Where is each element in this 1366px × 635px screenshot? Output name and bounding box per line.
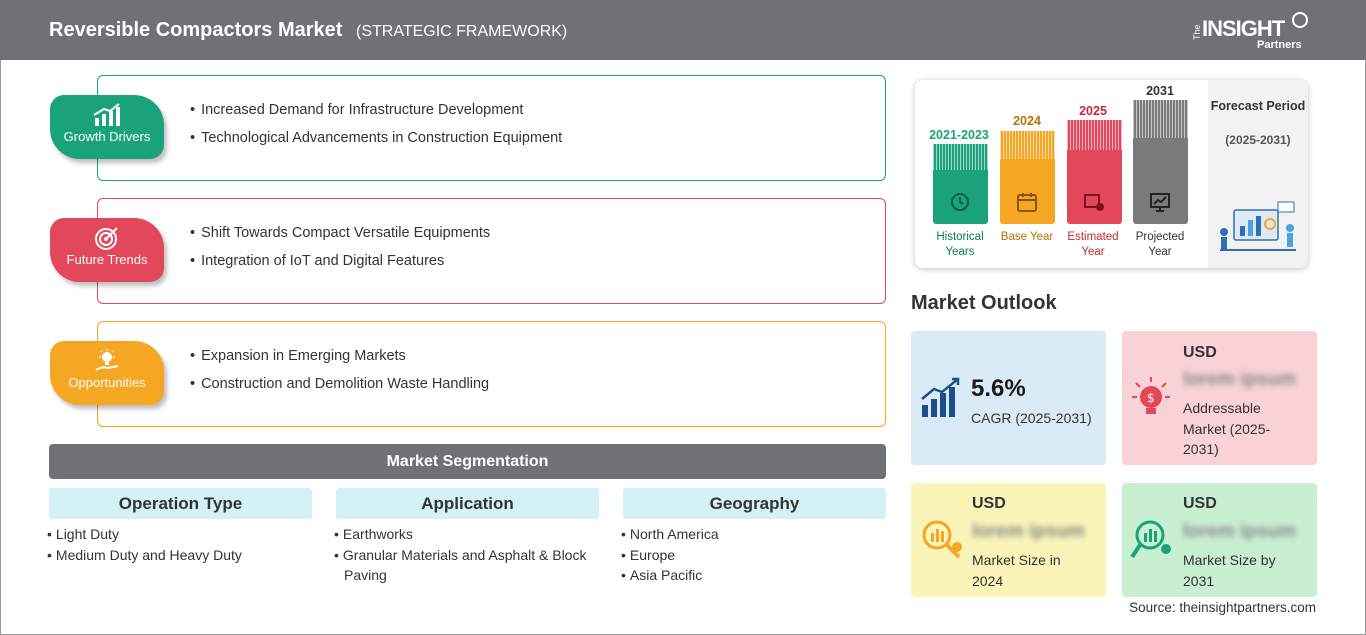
- cagr-label: CAGR (2025-2031): [971, 410, 1092, 426]
- addressable-currency: USD: [1183, 344, 1217, 361]
- segment-list-application: Earthworks Granular Materials and Asphal…: [334, 524, 602, 586]
- segment-item: Medium Duty and Heavy Duty: [47, 545, 307, 566]
- source-link[interactable]: Source: theinsightpartners.com: [1129, 600, 1316, 615]
- opportunities-card: Expansion in Emerging Markets Constructi…: [97, 321, 886, 427]
- market-size-2031-box: USD lorem ipsum Market Size by 2031: [1122, 483, 1317, 597]
- history-icon: [951, 193, 969, 211]
- segment-header-geography: Geography: [623, 488, 886, 519]
- insight-partners-logo[interactable]: The INSIGHT Partners: [1192, 12, 1312, 54]
- future-trend-item: Integration of IoT and Digital Features: [190, 247, 490, 275]
- future-trend-item: Shift Towards Compact Versatile Equipmen…: [190, 219, 490, 247]
- size-2024-currency: USD: [972, 495, 1006, 512]
- market-segmentation-bar: Market Segmentation: [49, 444, 886, 479]
- size-2031-value: lorem ipsum: [1183, 521, 1296, 542]
- growth-drivers-card: Increased Demand for Infrastructure Deve…: [97, 75, 886, 181]
- segment-item: North America: [621, 524, 881, 545]
- timeline-bar-historical: [933, 144, 988, 224]
- future-trends-tag: Future Trends: [50, 218, 164, 282]
- addressable-value: lorem ipsum: [1183, 369, 1296, 390]
- future-trends-label: Future Trends: [66, 252, 148, 267]
- timeline-label-estimated: Estimated Year: [1067, 231, 1119, 258]
- segment-item: Earthworks: [334, 524, 602, 545]
- addressable-market-box: $ USD lorem ipsum Addressable Market (20…: [1122, 331, 1317, 465]
- segment-list-operation-type: Light Duty Medium Duty and Heavy Duty: [47, 524, 307, 565]
- size-2031-currency: USD: [1183, 495, 1217, 512]
- projection-icon: [1150, 193, 1170, 212]
- market-outlook-title: Market Outlook: [911, 292, 1057, 314]
- page-title: Reversible Compactors Market: [49, 19, 343, 41]
- addressable-label: Addressable Market (2025-2031): [1183, 400, 1271, 457]
- growth-drivers-label: Growth Drivers: [63, 129, 151, 144]
- timeline-label-base: Base Year: [1000, 231, 1054, 243]
- growth-chart-icon: [93, 103, 120, 126]
- estimate-icon: [1084, 194, 1104, 211]
- analytics-people-icon: [1220, 201, 1296, 251]
- timeline-year-historical: 2021-2023: [929, 128, 989, 142]
- segment-item: Granular Materials and Asphalt & Block P…: [334, 545, 602, 586]
- forecast-range: (2025-2031): [1225, 133, 1291, 147]
- timeline-bar-projected: [1133, 100, 1188, 224]
- segment-item: Europe: [621, 545, 881, 566]
- growth-driver-item: Technological Advancements in Constructi…: [190, 124, 562, 152]
- size-2031-label: Market Size by 2031: [1183, 552, 1276, 589]
- cagr-growth-icon: [921, 377, 960, 417]
- logo-the: The: [1192, 24, 1202, 40]
- calendar-icon: [1017, 193, 1037, 212]
- market-forecast-magnifier-icon: [1130, 520, 1171, 559]
- target-icon: [95, 227, 118, 250]
- segment-list-geography: North America Europe Asia Pacific: [621, 524, 881, 586]
- lightbulb-hand-icon: [95, 349, 119, 371]
- forecast-panel: Forecast Period (2025-2031): [1208, 80, 1308, 268]
- size-2024-value: lorem ipsum: [972, 521, 1085, 542]
- timeline-label-historical: Historical Years: [936, 231, 984, 258]
- opportunity-item: Construction and Demolition Waste Handli…: [190, 370, 489, 398]
- market-size-2024-box: USD lorem ipsum Market Size in 2024: [911, 483, 1106, 597]
- logo-ring-icon: [1292, 12, 1308, 28]
- logo-insight: INSIGHT: [1202, 16, 1285, 41]
- segment-header-operation-type: Operation Type: [49, 488, 312, 519]
- logo-partners: Partners: [1257, 39, 1302, 51]
- page-subtitle: (STRATEGIC FRAMEWORK): [356, 23, 568, 40]
- growth-drivers-tag: Growth Drivers: [50, 95, 164, 159]
- size-2024-label: Market Size in 2024: [972, 552, 1061, 589]
- growth-driver-item: Increased Demand for Infrastructure Deve…: [190, 96, 562, 124]
- header-bar: Reversible Compactors Market (STRATEGIC …: [0, 0, 1366, 60]
- opportunities-tag: Opportunities: [50, 341, 164, 405]
- timeline-panel: Forecast Period (2025-2031) 2021-2023 Hi…: [915, 80, 1308, 268]
- timeline-year-base: 2024: [1013, 114, 1041, 128]
- opportunity-item: Expansion in Emerging Markets: [190, 342, 489, 370]
- cagr-box: 5.6% CAGR (2025-2031): [911, 331, 1106, 465]
- market-size-magnifier-icon: [922, 520, 962, 559]
- segment-item: Asia Pacific: [621, 565, 881, 586]
- money-bulb-icon: $: [1132, 377, 1170, 414]
- svg-text:$: $: [1147, 391, 1155, 405]
- timeline-bar-base: [1000, 131, 1055, 224]
- timeline-year-estimated: 2025: [1079, 104, 1107, 118]
- future-trends-card: Shift Towards Compact Versatile Equipmen…: [97, 198, 886, 304]
- opportunities-label: Opportunities: [68, 375, 146, 390]
- timeline-bar-estimated: [1067, 120, 1122, 224]
- forecast-label: Forecast Period: [1210, 99, 1306, 113]
- segment-header-application: Application: [336, 488, 599, 519]
- cagr-value: 5.6%: [971, 375, 1026, 402]
- timeline-year-projected: 2031: [1146, 84, 1174, 98]
- timeline-label-projected: Projected Year: [1135, 231, 1185, 258]
- segment-item: Light Duty: [47, 524, 307, 545]
